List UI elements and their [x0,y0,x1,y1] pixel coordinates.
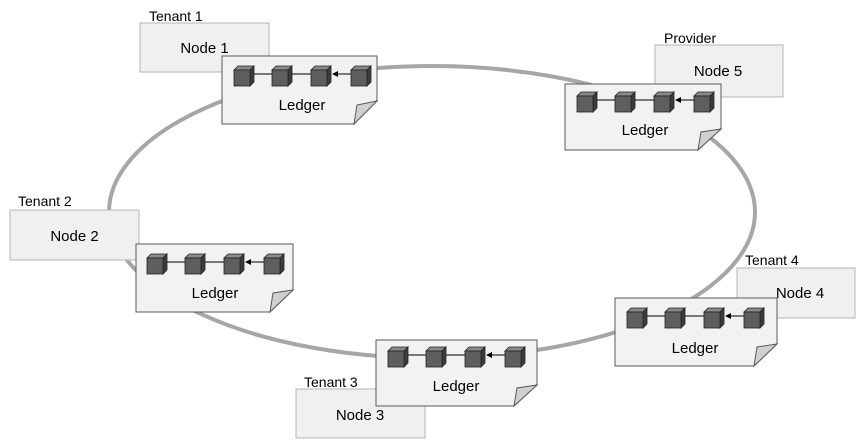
block-cube [504,346,526,368]
ledger-card: Ledger [614,297,779,368]
blockchain-icon [576,91,715,113]
block-cube [664,307,686,329]
block-cube [310,65,332,87]
block-cube [626,307,648,329]
ledger-card: Ledger [135,243,295,314]
block-cube [263,253,285,275]
blockchain-icon [387,346,526,368]
block-cube [223,253,245,275]
ledger-fold-corner [269,289,295,314]
blockchain-icon [626,307,765,329]
node-label: Node 4 [776,285,824,302]
owner-label: Tenant 3 [304,374,358,390]
block-cube [693,91,715,113]
owner-label: Provider [664,30,716,46]
owner-label: Tenant 2 [18,193,72,209]
node-group-5: Provider Node 5 Ledger [564,30,784,152]
block-cube [425,346,447,368]
block-cube [271,65,293,87]
ledger-card: Ledger [221,55,379,126]
blockchain-icon [146,253,285,275]
ledger-card: Ledger [375,339,539,408]
node-box [295,388,426,439]
block-cube [576,91,598,113]
node-box [9,209,140,261]
ledger-label: Ledger [192,285,239,302]
owner-label: Tenant 4 [745,252,799,268]
node-group-1: Tenant 1 Node 1 Ledger [139,8,379,126]
block-cube [743,307,765,329]
block-cube [387,346,409,368]
ledger-fold-corner [753,343,779,368]
node-label: Node 2 [50,228,98,245]
block-cube [233,65,255,87]
ledger-fold-corner [513,384,539,408]
blockchain-icon [233,65,372,87]
block-cube [350,65,372,87]
node-group-2: Tenant 2 Node 2 Ledger [9,193,295,314]
block-cube [703,307,725,329]
block-cube [184,253,206,275]
node-group-3: Tenant 3 Node 3 Ledger [295,339,539,439]
ledger-label: Ledger [433,378,480,395]
node-label: Node 3 [336,407,384,424]
node-group-4: Tenant 4 Node 4 Ledger [614,252,856,368]
block-cube [653,91,675,113]
owner-label: Tenant 1 [149,8,203,24]
ledger-label: Ledger [672,340,719,357]
ledger-label: Ledger [279,97,326,114]
block-cube [614,91,636,113]
node-label: Node 1 [180,40,228,57]
ledger-label: Ledger [622,122,669,139]
block-cube [464,346,486,368]
ledger-fold-corner [353,100,379,126]
block-cube [146,253,168,275]
ledger-fold-corner [697,128,723,152]
node-label: Node 5 [694,63,742,80]
ledger-card: Ledger [564,83,723,152]
